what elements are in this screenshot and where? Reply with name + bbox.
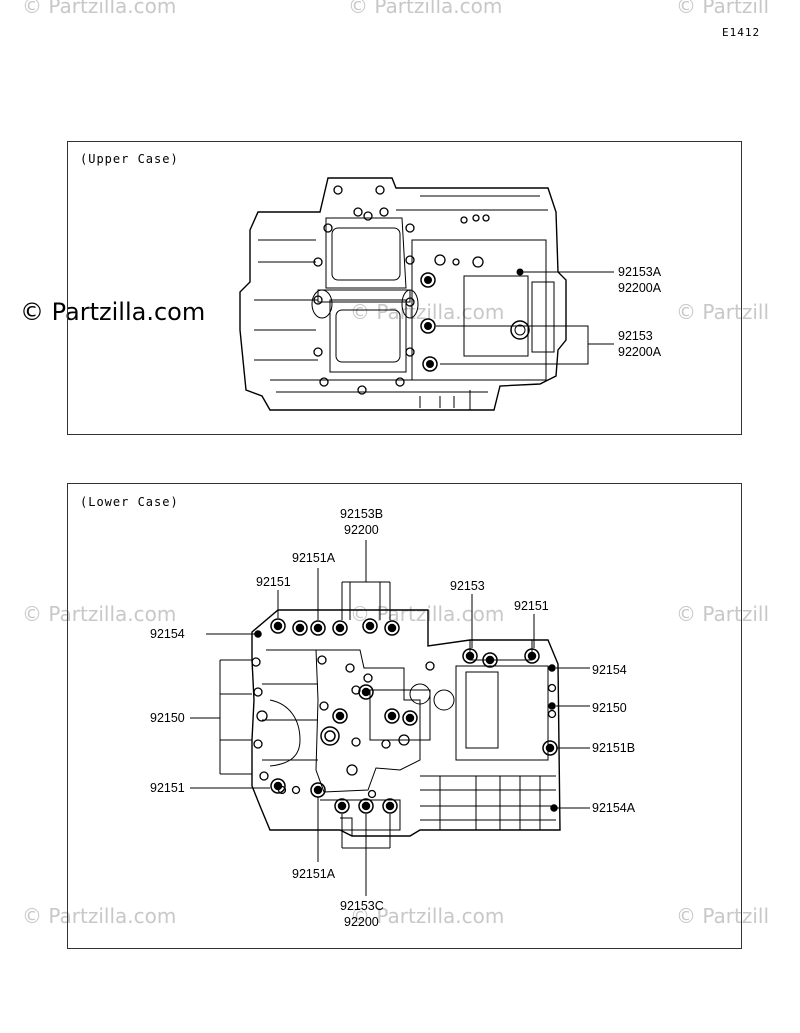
upper-case-label: (Upper Case) [80, 152, 179, 166]
part-label: 92154 [592, 663, 627, 677]
part-label: 92154A [592, 801, 636, 815]
upper-bolt-holes [313, 185, 490, 395]
upper-crankcase-drawing [239, 177, 567, 411]
part-label: 92151A [292, 867, 336, 881]
watermark: © Partzill [676, 300, 770, 324]
watermark: © Partzill [676, 0, 770, 18]
watermark: © Partzill [676, 904, 770, 928]
part-label: 92200 [344, 915, 379, 929]
part-label: 92153 [450, 579, 485, 593]
lower-case-label: (Lower Case) [80, 495, 179, 509]
watermark: © Partzill [676, 602, 770, 626]
watermark: © Partzilla.com [22, 0, 177, 18]
upper-case-panel [67, 141, 742, 435]
lower-crankcase-drawing [219, 609, 561, 837]
part-label: 92200A [618, 281, 662, 295]
upper-leader-lines [436, 271, 614, 365]
part-label: 92153A [618, 265, 662, 279]
upper-target-bolts [420, 268, 524, 372]
watermark: © Partzilla.com [348, 0, 503, 18]
part-label: 92200A [618, 345, 662, 359]
part-label: 92151 [150, 781, 185, 795]
watermark: © Partzilla.com [22, 904, 177, 928]
part-label: 92153C [340, 899, 384, 913]
lower-target-bolts [254, 618, 558, 814]
watermark: © Partzilla.com [350, 300, 505, 324]
watermark: © Partzilla.com [20, 298, 206, 326]
part-label: 92151A [292, 551, 336, 565]
lower-leader-lines [190, 540, 590, 896]
part-label: 92150 [592, 701, 627, 715]
part-label: 92150 [150, 711, 185, 725]
diagram-code: E1412 [722, 26, 761, 39]
part-label: 92153B [340, 507, 383, 521]
part-label: 92151 [256, 575, 291, 589]
watermark: © Partzilla.com [22, 602, 177, 626]
part-label: 92151B [592, 741, 635, 755]
lower-case-panel [67, 483, 742, 949]
lower-bolt-holes [251, 655, 557, 799]
part-label: 92153 [618, 329, 653, 343]
part-label: 92154 [150, 627, 185, 641]
part-label: 92151 [514, 599, 549, 613]
part-label: 92200 [344, 523, 379, 537]
watermark: © Partzilla.com [350, 904, 505, 928]
